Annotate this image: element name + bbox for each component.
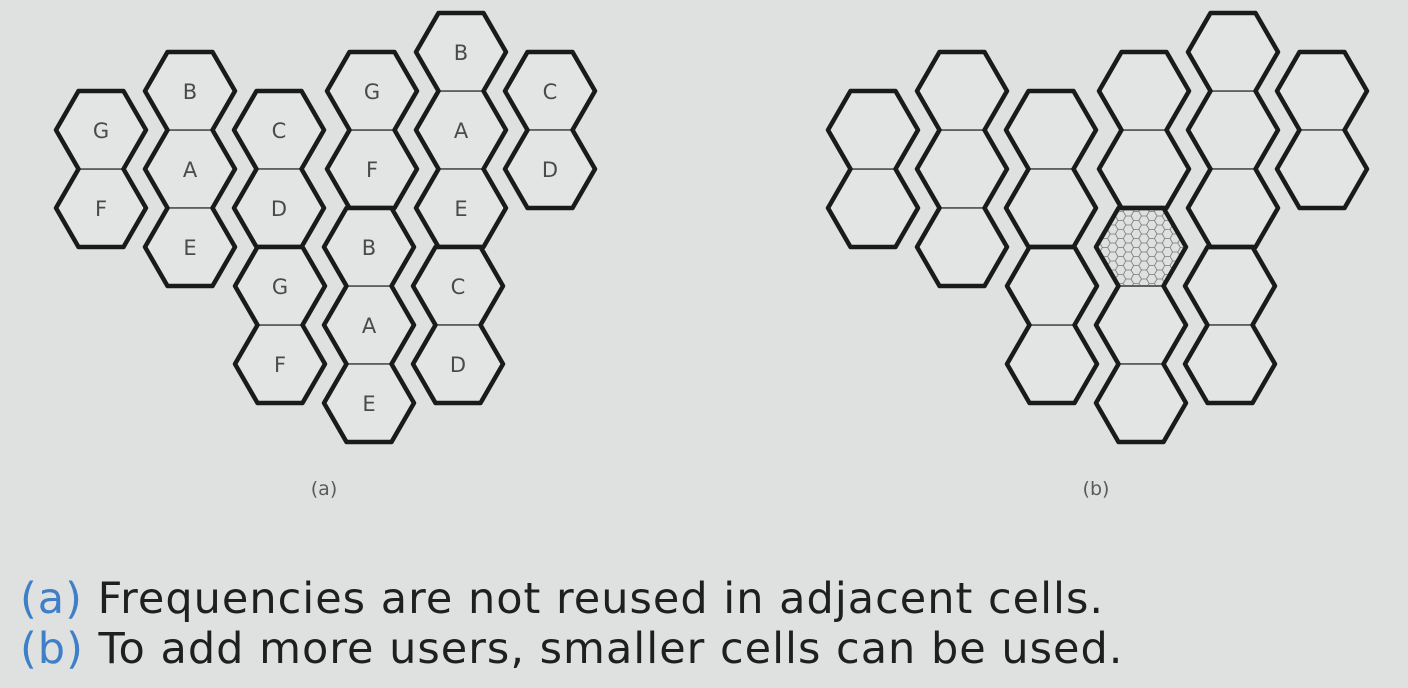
- cluster-1: A B C D E F G: [53, 49, 327, 289]
- cell-label: C: [272, 119, 287, 143]
- cell-label: D: [450, 353, 466, 377]
- cluster-3: A B C D E F G: [232, 205, 506, 445]
- cluster-outline: [825, 49, 1099, 289]
- cluster-outline: [1004, 205, 1278, 445]
- cell-label: B: [183, 80, 197, 104]
- cell-label: F: [95, 197, 107, 221]
- panel-b-cell-splitting: [825, 10, 1370, 445]
- cluster-2: A B C D E F G: [324, 10, 598, 250]
- cell-label: D: [542, 158, 558, 182]
- cell-label: E: [183, 236, 196, 260]
- cell-label: C: [543, 80, 558, 104]
- slide-captions: (a) Frequencies are not reused in adjace…: [20, 574, 1123, 674]
- cell-label: F: [274, 353, 286, 377]
- cell-label: A: [362, 314, 377, 338]
- caption-tag-b: (b): [20, 624, 84, 674]
- cluster-outline: [232, 205, 506, 445]
- cell-label: G: [364, 80, 380, 104]
- caption-line-b: (b) To add more users, smaller cells can…: [20, 624, 1123, 674]
- caption-tag-a: (a): [20, 574, 83, 624]
- cell-label: F: [366, 158, 378, 182]
- caption-line-a: (a) Frequencies are not reused in adjace…: [20, 574, 1123, 624]
- caption-text-b: To add more users, smaller cells can be …: [98, 624, 1124, 674]
- panel-a-caption: (a): [311, 478, 337, 500]
- cell-label: D: [271, 197, 287, 221]
- cell-label: E: [454, 197, 467, 221]
- cellular-reuse-diagram: A B C D E F G A B C D E F G A B C D E F G (a) (b): [53, 10, 1370, 500]
- cell-label: A: [454, 119, 469, 143]
- cell-label: G: [272, 275, 288, 299]
- cell-label: E: [362, 392, 375, 416]
- cell-label: A: [183, 158, 198, 182]
- caption-text-a: Frequencies are not reused in adjacent c…: [97, 574, 1105, 624]
- cluster-outline: [53, 49, 327, 289]
- cell-label: C: [451, 275, 466, 299]
- cell-label: G: [93, 119, 109, 143]
- cell-label: B: [454, 41, 468, 65]
- cell-label: B: [362, 236, 376, 260]
- panel-b-caption: (b): [1083, 478, 1110, 500]
- panel-a-seven-cell-clusters: A B C D E F G A B C D E F G A B C D E F G: [53, 10, 598, 445]
